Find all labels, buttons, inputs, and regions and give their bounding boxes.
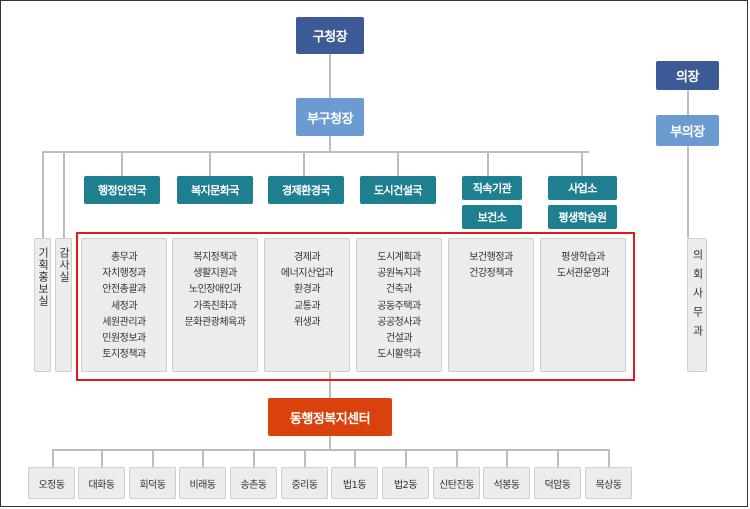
dong-item[interactable]: 석봉동 xyxy=(483,467,530,499)
connector-line xyxy=(152,449,154,467)
dong-item[interactable]: 회덕동 xyxy=(129,467,176,499)
council-office-label: 의회사무과 xyxy=(691,249,704,344)
team-item[interactable]: 가족친화과 xyxy=(193,300,237,312)
planning-office-panel[interactable]: 기획홍보실 xyxy=(34,238,51,372)
dong-item[interactable]: 법2동 xyxy=(382,467,429,499)
mayor-box[interactable]: 구청장 xyxy=(296,17,364,54)
team-item[interactable]: 건축과 xyxy=(385,284,413,296)
bureau-teams-panel: 복지정책과 생활지원과 노인장애인과 가족친화과 문화관광체육과 xyxy=(172,238,258,372)
health-center-teams-panel: 보건행정과 건강정책과 xyxy=(448,238,534,372)
team-item[interactable]: 세원관리과 xyxy=(102,316,146,328)
team-item[interactable]: 안전총괄과 xyxy=(102,284,146,296)
connector-line xyxy=(397,151,399,176)
connector-line xyxy=(329,136,331,152)
connector-line xyxy=(557,449,559,467)
connector-line xyxy=(101,449,103,467)
connector-line xyxy=(52,449,54,467)
team-item[interactable]: 복지정책과 xyxy=(193,252,237,263)
highlight-frame xyxy=(76,232,635,381)
team-item[interactable]: 노인장애인과 xyxy=(188,284,242,296)
connector-line xyxy=(202,449,204,467)
team-item[interactable]: 도시활력과 xyxy=(377,349,421,361)
connector-line xyxy=(608,449,610,467)
connector-line xyxy=(304,449,306,467)
team-item[interactable]: 공공청사과 xyxy=(377,316,421,328)
health-center-header[interactable]: 보건소 xyxy=(462,205,522,229)
lifelong-learning-teams-panel: 평생학습과 도서관운영과 xyxy=(540,238,626,372)
team-item[interactable]: 도시계획과 xyxy=(377,252,421,263)
connector-line xyxy=(581,151,583,176)
team-item[interactable]: 토지정책과 xyxy=(102,349,146,361)
deputy-mayor-box[interactable]: 부구청장 xyxy=(296,98,364,136)
audit-office-label: 감사실 xyxy=(57,247,71,283)
lifelong-learning-header[interactable]: 평생학습원 xyxy=(548,205,617,229)
connector-line xyxy=(121,151,123,176)
council-office-panel[interactable]: 의회사무과 xyxy=(687,238,707,372)
connector-line xyxy=(303,151,305,176)
bureau-teams-panel: 총무과 자치행정과 안전총괄과 세정과 세원관리과 민원정보과 토지정책과 xyxy=(81,238,167,372)
team-item[interactable]: 생활지원과 xyxy=(193,268,237,280)
connector-line xyxy=(52,449,609,451)
bureau-header[interactable]: 경제환경국 xyxy=(268,176,344,204)
bureau-header[interactable]: 복지문화국 xyxy=(177,176,253,204)
team-item[interactable]: 문화관광체육과 xyxy=(184,316,246,328)
connector-line xyxy=(253,449,255,467)
connector-line xyxy=(456,449,458,467)
team-item[interactable]: 건강정책과 xyxy=(469,268,513,280)
dong-item[interactable]: 덕암동 xyxy=(534,467,581,499)
dong-item[interactable]: 오정동 xyxy=(28,467,75,499)
connector-line xyxy=(63,151,65,238)
welfare-center-box[interactable]: 동행정복지센터 xyxy=(268,398,392,436)
planning-office-label: 기획홍보실 xyxy=(36,247,50,307)
business-org-header[interactable]: 사업소 xyxy=(548,176,617,200)
connector-line xyxy=(487,151,489,176)
vice-chairman-box[interactable]: 부의장 xyxy=(656,115,719,146)
team-item[interactable]: 세정과 xyxy=(110,300,138,312)
connector-line xyxy=(687,90,689,115)
dong-item[interactable]: 법1동 xyxy=(331,467,378,499)
team-item[interactable]: 환경과 xyxy=(293,284,321,296)
team-item[interactable]: 도서관운영과 xyxy=(556,268,610,280)
connector-line xyxy=(329,436,331,450)
connector-line xyxy=(209,151,211,176)
connector-line xyxy=(354,449,356,467)
dong-item[interactable]: 비래동 xyxy=(179,467,226,499)
connector-line xyxy=(329,372,331,398)
team-item[interactable]: 위생과 xyxy=(293,316,321,328)
team-item[interactable]: 총무과 xyxy=(110,252,138,263)
connector-line xyxy=(42,151,44,238)
team-item[interactable]: 보건행정과 xyxy=(469,252,513,263)
dong-item[interactable]: 목상동 xyxy=(585,467,632,499)
team-item[interactable]: 건설과 xyxy=(385,333,413,345)
bureau-teams-panel: 경제과 에너지산업과 환경과 교통과 위생과 xyxy=(264,238,350,372)
team-item[interactable]: 공동주택과 xyxy=(377,300,421,312)
connector-line xyxy=(506,449,508,467)
bureau-header[interactable]: 도시건설국 xyxy=(360,176,436,204)
connector-line xyxy=(329,54,331,98)
team-item[interactable]: 자치행정과 xyxy=(102,268,146,280)
team-item[interactable]: 평생학습과 xyxy=(561,252,605,263)
direct-org-header[interactable]: 직속기관 xyxy=(462,176,522,200)
chairman-box[interactable]: 의장 xyxy=(656,61,719,90)
dong-item[interactable]: 대화동 xyxy=(78,467,125,499)
bureau-teams-panel: 도시계획과 공원녹지과 건축과 공동주택과 공공청사과 건설과 도시활력과 xyxy=(356,238,442,372)
connector-line xyxy=(42,151,589,153)
dong-item[interactable]: 신탄진동 xyxy=(433,467,480,499)
dong-item[interactable]: 송촌동 xyxy=(230,467,277,499)
connector-line xyxy=(405,449,407,467)
connector-line xyxy=(687,146,689,238)
bureau-header[interactable]: 행정안전국 xyxy=(84,176,160,204)
team-item[interactable]: 교통과 xyxy=(293,300,321,312)
dong-item[interactable]: 중리동 xyxy=(281,467,328,499)
team-item[interactable]: 경제과 xyxy=(293,252,321,263)
audit-office-panel[interactable]: 감사실 xyxy=(55,238,72,372)
team-item[interactable]: 에너지산업과 xyxy=(280,268,334,280)
team-item[interactable]: 공원녹지과 xyxy=(377,268,421,280)
team-item[interactable]: 민원정보과 xyxy=(102,333,146,345)
